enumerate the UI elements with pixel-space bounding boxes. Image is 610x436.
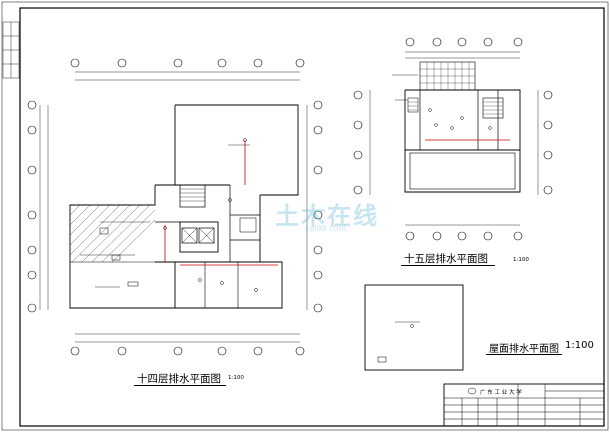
sheet-inner-border — [19, 7, 605, 427]
watermark-subtext: coi88.com — [305, 224, 347, 233]
floor14-title-underline — [134, 385, 226, 386]
watermark-text: 土木在线 — [275, 202, 379, 230]
floor15-title-underline — [401, 265, 495, 266]
floor14-title: 十四层排水平面图 — [137, 373, 221, 385]
school-name: 广 东 工 业 大 学 — [480, 390, 522, 396]
floor15-scale: 1:100 — [513, 257, 529, 263]
binding-strip — [2, 21, 20, 79]
floor15-title: 十五层排水平面图 — [404, 253, 488, 265]
floor14-scale: 1:100 — [228, 375, 244, 381]
school-logo — [467, 387, 477, 395]
roof-title: 屋面排水平面图 — [489, 344, 559, 355]
floor14-plan — [27, 58, 323, 356]
roof-title-underline — [486, 354, 562, 355]
title-block — [443, 383, 605, 427]
floor15-plan — [353, 37, 553, 241]
roof-scale: 1:100 — [565, 340, 594, 351]
roof-plan — [364, 284, 464, 371]
